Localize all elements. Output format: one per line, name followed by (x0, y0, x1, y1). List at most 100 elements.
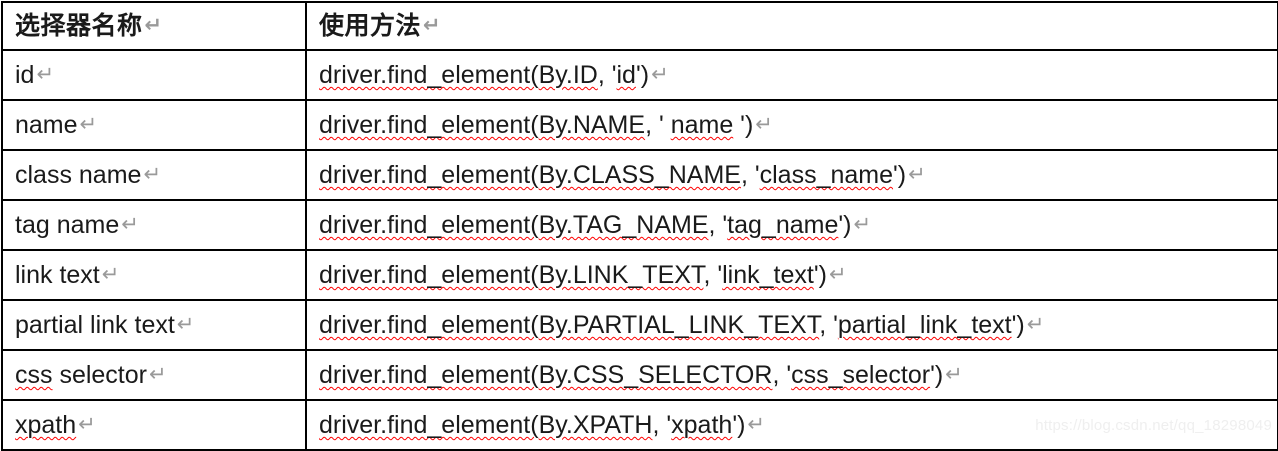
code-locator-value: xpath (671, 411, 733, 439)
code-call-prefix: driver.find_element( (319, 261, 539, 289)
column-header-selector-name: 选择器名称↵ (1, 1, 307, 51)
code-separator: , ' (645, 111, 671, 139)
paragraph-mark-icon: ↵ (143, 162, 162, 186)
cell-selector-name: id↵ (1, 49, 307, 101)
code-by-constant: By.TAG_NAME (538, 211, 709, 239)
table-header-row: 选择器名称↵ 使用方法↵ (1, 1, 1278, 51)
selector-name-text: partial link text (15, 311, 175, 339)
code-separator: , ' (772, 361, 792, 389)
cell-usage-code: driver.find_element(By.PARTIAL_LINK_TEXT… (305, 299, 1278, 351)
column-header-usage-label: 使用方法 (319, 12, 422, 40)
selector-name-text: xpath (15, 403, 76, 447)
code-locator-value: class_name (759, 161, 894, 189)
paragraph-mark-icon: ↵ (148, 362, 167, 386)
code-by-constant: By.NAME (538, 111, 646, 139)
code-call-suffix: ') (732, 411, 746, 439)
cell-usage-code: driver.find_element(By.CLASS_NAME, 'clas… (305, 149, 1278, 201)
code-call-prefix: driver.find_element( (319, 161, 539, 189)
table-row: link text↵driver.find_element(By.LINK_TE… (1, 249, 1278, 301)
code-separator: , ' (597, 61, 617, 89)
cell-selector-name: partial link text↵ (1, 299, 307, 351)
code-by-constant: By.PARTIAL_LINK_TEXT (538, 311, 820, 339)
usage-code-text: driver.find_element(By.CLASS_NAME, 'clas… (319, 153, 906, 197)
table-row: tag name↵driver.find_element(By.TAG_NAME… (1, 199, 1278, 251)
cell-selector-name: tag name↵ (1, 199, 307, 251)
code-call-suffix: ') (635, 61, 650, 89)
paragraph-mark-icon: ↵ (747, 412, 766, 436)
paragraph-mark-icon: ↵ (423, 13, 442, 37)
code-locator-value: name (670, 111, 734, 139)
usage-code-text: driver.find_element(By.ID, 'id') (319, 53, 649, 97)
paragraph-mark-icon: ↵ (908, 162, 926, 186)
paragraph-mark-icon: ↵ (755, 112, 773, 136)
usage-code-text: driver.find_element(By.CSS_SELECTOR, 'cs… (319, 353, 943, 397)
code-call-prefix: driver.find_element( (319, 61, 539, 89)
paragraph-mark-icon: ↵ (78, 412, 96, 436)
paragraph-mark-icon: ↵ (36, 62, 55, 86)
selector-name-text: link text (15, 261, 100, 289)
paragraph-mark-icon: ↵ (121, 212, 139, 236)
cell-selector-name: css selector↵ (1, 349, 307, 401)
cell-usage-code: driver.find_element(By.NAME, ' name ')↵ (305, 99, 1278, 151)
paragraph-mark-icon: ↵ (176, 312, 195, 336)
table-row: css selector↵driver.find_element(By.CSS_… (1, 349, 1278, 401)
table-row: class name↵driver.find_element(By.CLASS_… (1, 149, 1278, 201)
cell-selector-name: link text↵ (1, 249, 307, 301)
selector-name-text: tag name (15, 211, 120, 239)
cell-usage-code: driver.find_element(By.ID, 'id')↵ (305, 49, 1278, 101)
usage-code-text: driver.find_element(By.XPATH, 'xpath') (319, 403, 745, 447)
table-body: id↵driver.find_element(By.ID, 'id')↵name… (1, 49, 1278, 451)
code-separator: , ' (708, 211, 728, 239)
code-by-constant: By.CSS_SELECTOR (538, 361, 773, 389)
code-locator-value: partial_link_text (837, 311, 1012, 339)
selector-name-text: name (15, 111, 78, 139)
code-call-prefix: driver.find_element( (319, 111, 539, 139)
code-by-constant: By.CLASS_NAME (538, 161, 741, 189)
code-call-suffix: ') (838, 211, 852, 239)
code-separator: , ' (740, 161, 760, 189)
code-call-prefix: driver.find_element( (319, 411, 539, 439)
code-call-suffix: ') (733, 111, 754, 139)
column-header-usage: 使用方法↵ (305, 1, 1278, 51)
code-separator: , ' (703, 261, 723, 289)
selector-name-text: css selector (15, 353, 147, 397)
table-row: id↵driver.find_element(By.ID, 'id')↵ (1, 49, 1278, 101)
selector-name-rest: selector (52, 361, 147, 389)
cell-usage-code: driver.find_element(By.CSS_SELECTOR, 'cs… (305, 349, 1278, 401)
cell-selector-name: xpath↵ (1, 399, 307, 451)
usage-code-text: driver.find_element(By.PARTIAL_LINK_TEXT… (319, 303, 1025, 347)
code-by-constant: By.XPATH (538, 411, 653, 439)
paragraph-mark-icon: ↵ (853, 212, 872, 236)
paragraph-mark-icon: ↵ (945, 362, 963, 386)
code-call-prefix: driver.find_element( (319, 211, 539, 239)
code-locator-value: css_selector (791, 361, 931, 389)
usage-code-text: driver.find_element(By.TAG_NAME, 'tag_na… (319, 203, 851, 247)
usage-code-text: driver.find_element(By.NAME, ' name ') (319, 103, 753, 147)
code-by-constant: By.LINK_TEXT (538, 261, 704, 289)
paragraph-mark-icon: ↵ (101, 262, 120, 286)
table-row: name↵driver.find_element(By.NAME, ' name… (1, 99, 1278, 151)
selector-name-text: class name (15, 161, 142, 189)
code-call-suffix: ') (1011, 311, 1025, 339)
usage-code-text: driver.find_element(By.LINK_TEXT, 'link_… (319, 253, 827, 297)
table-row: xpath↵driver.find_element(By.XPATH, 'xpa… (1, 399, 1278, 451)
spellcheck-underlined-text: xpath (15, 411, 77, 439)
paragraph-mark-icon: ↵ (144, 13, 163, 37)
cell-usage-code: driver.find_element(By.LINK_TEXT, 'link_… (305, 249, 1278, 301)
code-locator-value: id (616, 61, 636, 89)
paragraph-mark-icon: ↵ (828, 262, 847, 286)
code-call-suffix: ') (893, 161, 907, 189)
cell-selector-name: class name↵ (1, 149, 307, 201)
cell-selector-name: name↵ (1, 99, 307, 151)
code-call-prefix: driver.find_element( (319, 361, 539, 389)
code-by-constant: By.ID (538, 61, 598, 89)
cell-usage-code: driver.find_element(By.TAG_NAME, 'tag_na… (305, 199, 1278, 251)
code-separator: , ' (819, 311, 838, 339)
table-header: 选择器名称↵ 使用方法↵ (1, 1, 1278, 51)
spellcheck-underlined-text: css (15, 361, 53, 389)
code-call-prefix: driver.find_element( (319, 311, 539, 339)
code-locator-value: tag_name (727, 211, 839, 239)
code-separator: , ' (652, 411, 672, 439)
paragraph-mark-icon: ↵ (1026, 312, 1045, 336)
